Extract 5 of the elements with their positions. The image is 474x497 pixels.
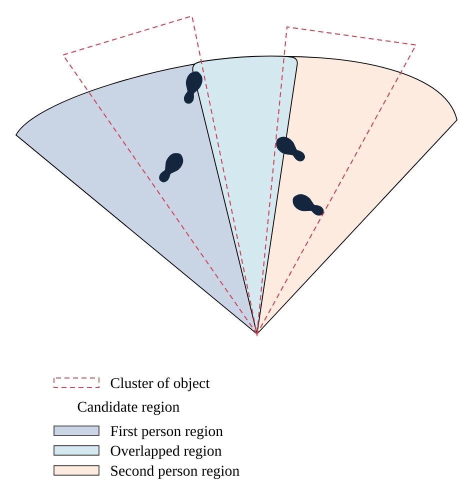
legend-label: Cluster of object [110,377,210,392]
legend-label: Second person region [111,465,240,479]
legend-heading: Candidate region [78,401,180,415]
legend-label: Overlapped region [110,445,222,459]
legend-label: First person region [110,426,223,440]
